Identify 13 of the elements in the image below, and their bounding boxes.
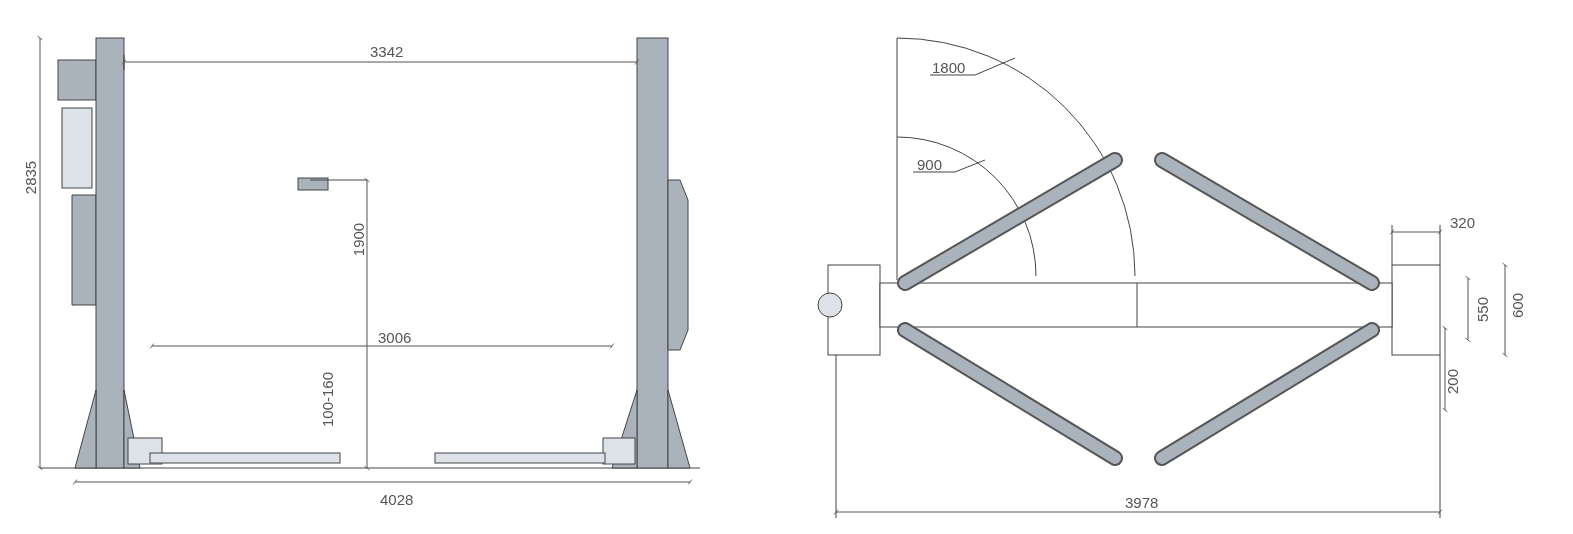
dimension-label: 3342 bbox=[370, 44, 404, 59]
dimension-label: 550 bbox=[1475, 297, 1490, 322]
dimension-label: 600 bbox=[1510, 293, 1525, 318]
dimension-label: 3006 bbox=[378, 330, 412, 345]
dimension-label: 2835 bbox=[23, 160, 39, 195]
dimension-label: 320 bbox=[1450, 215, 1476, 230]
dimension-label: 900 bbox=[917, 157, 943, 172]
dimension-label: 1900 bbox=[351, 222, 367, 257]
dimension-label: 1800 bbox=[932, 60, 966, 75]
dimension-label: 200 bbox=[1445, 369, 1460, 394]
dimension-label: 100-160 bbox=[320, 371, 336, 428]
dimension-label: 3978 bbox=[1125, 495, 1159, 510]
dimension-label: 4028 bbox=[380, 492, 414, 507]
